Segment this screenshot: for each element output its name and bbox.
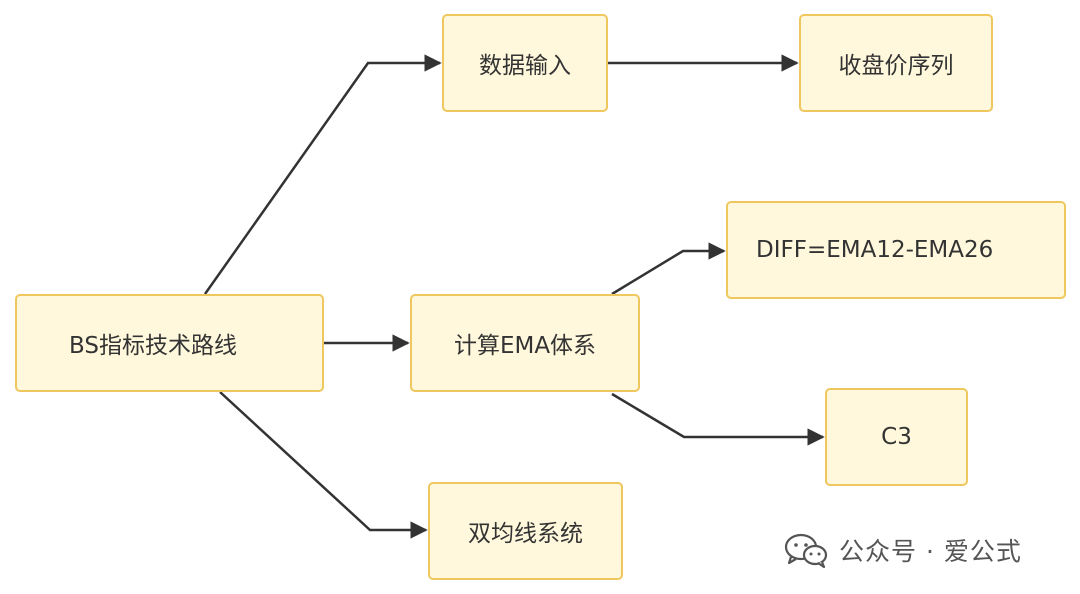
node-bs-indicator-route: BS指标技术路线: [15, 294, 324, 392]
node-label: 双均线系统: [468, 521, 583, 547]
node-close-price-series: 收盘价序列: [799, 14, 993, 112]
node-diff-formula: DIFF=EMA12-EMA26: [726, 201, 1066, 299]
edge-ema-diff: [611, 242, 726, 296]
node-label: BS指标技术路线: [69, 333, 237, 359]
node-c3: C3: [825, 388, 968, 486]
edge-ema-c3: [611, 392, 825, 446]
watermark-text: 公众号 · 爱公式: [839, 537, 1022, 566]
node-label: 计算EMA体系: [453, 333, 597, 359]
node-ema-system: 计算EMA体系: [410, 294, 640, 392]
wechat-icon: [784, 533, 828, 568]
node-data-input: 数据输入: [442, 14, 608, 112]
node-label: DIFF=EMA12-EMA26: [756, 237, 994, 263]
edge-root-dual: [219, 391, 428, 539]
edge-root-input: [203, 54, 442, 295]
node-dual-moving-average: 双均线系统: [428, 482, 623, 580]
node-label: 数据输入: [479, 53, 571, 79]
watermark: 公众号 · 爱公式: [783, 530, 1022, 570]
node-label: 收盘价序列: [838, 53, 954, 79]
node-label: C3: [881, 424, 912, 450]
